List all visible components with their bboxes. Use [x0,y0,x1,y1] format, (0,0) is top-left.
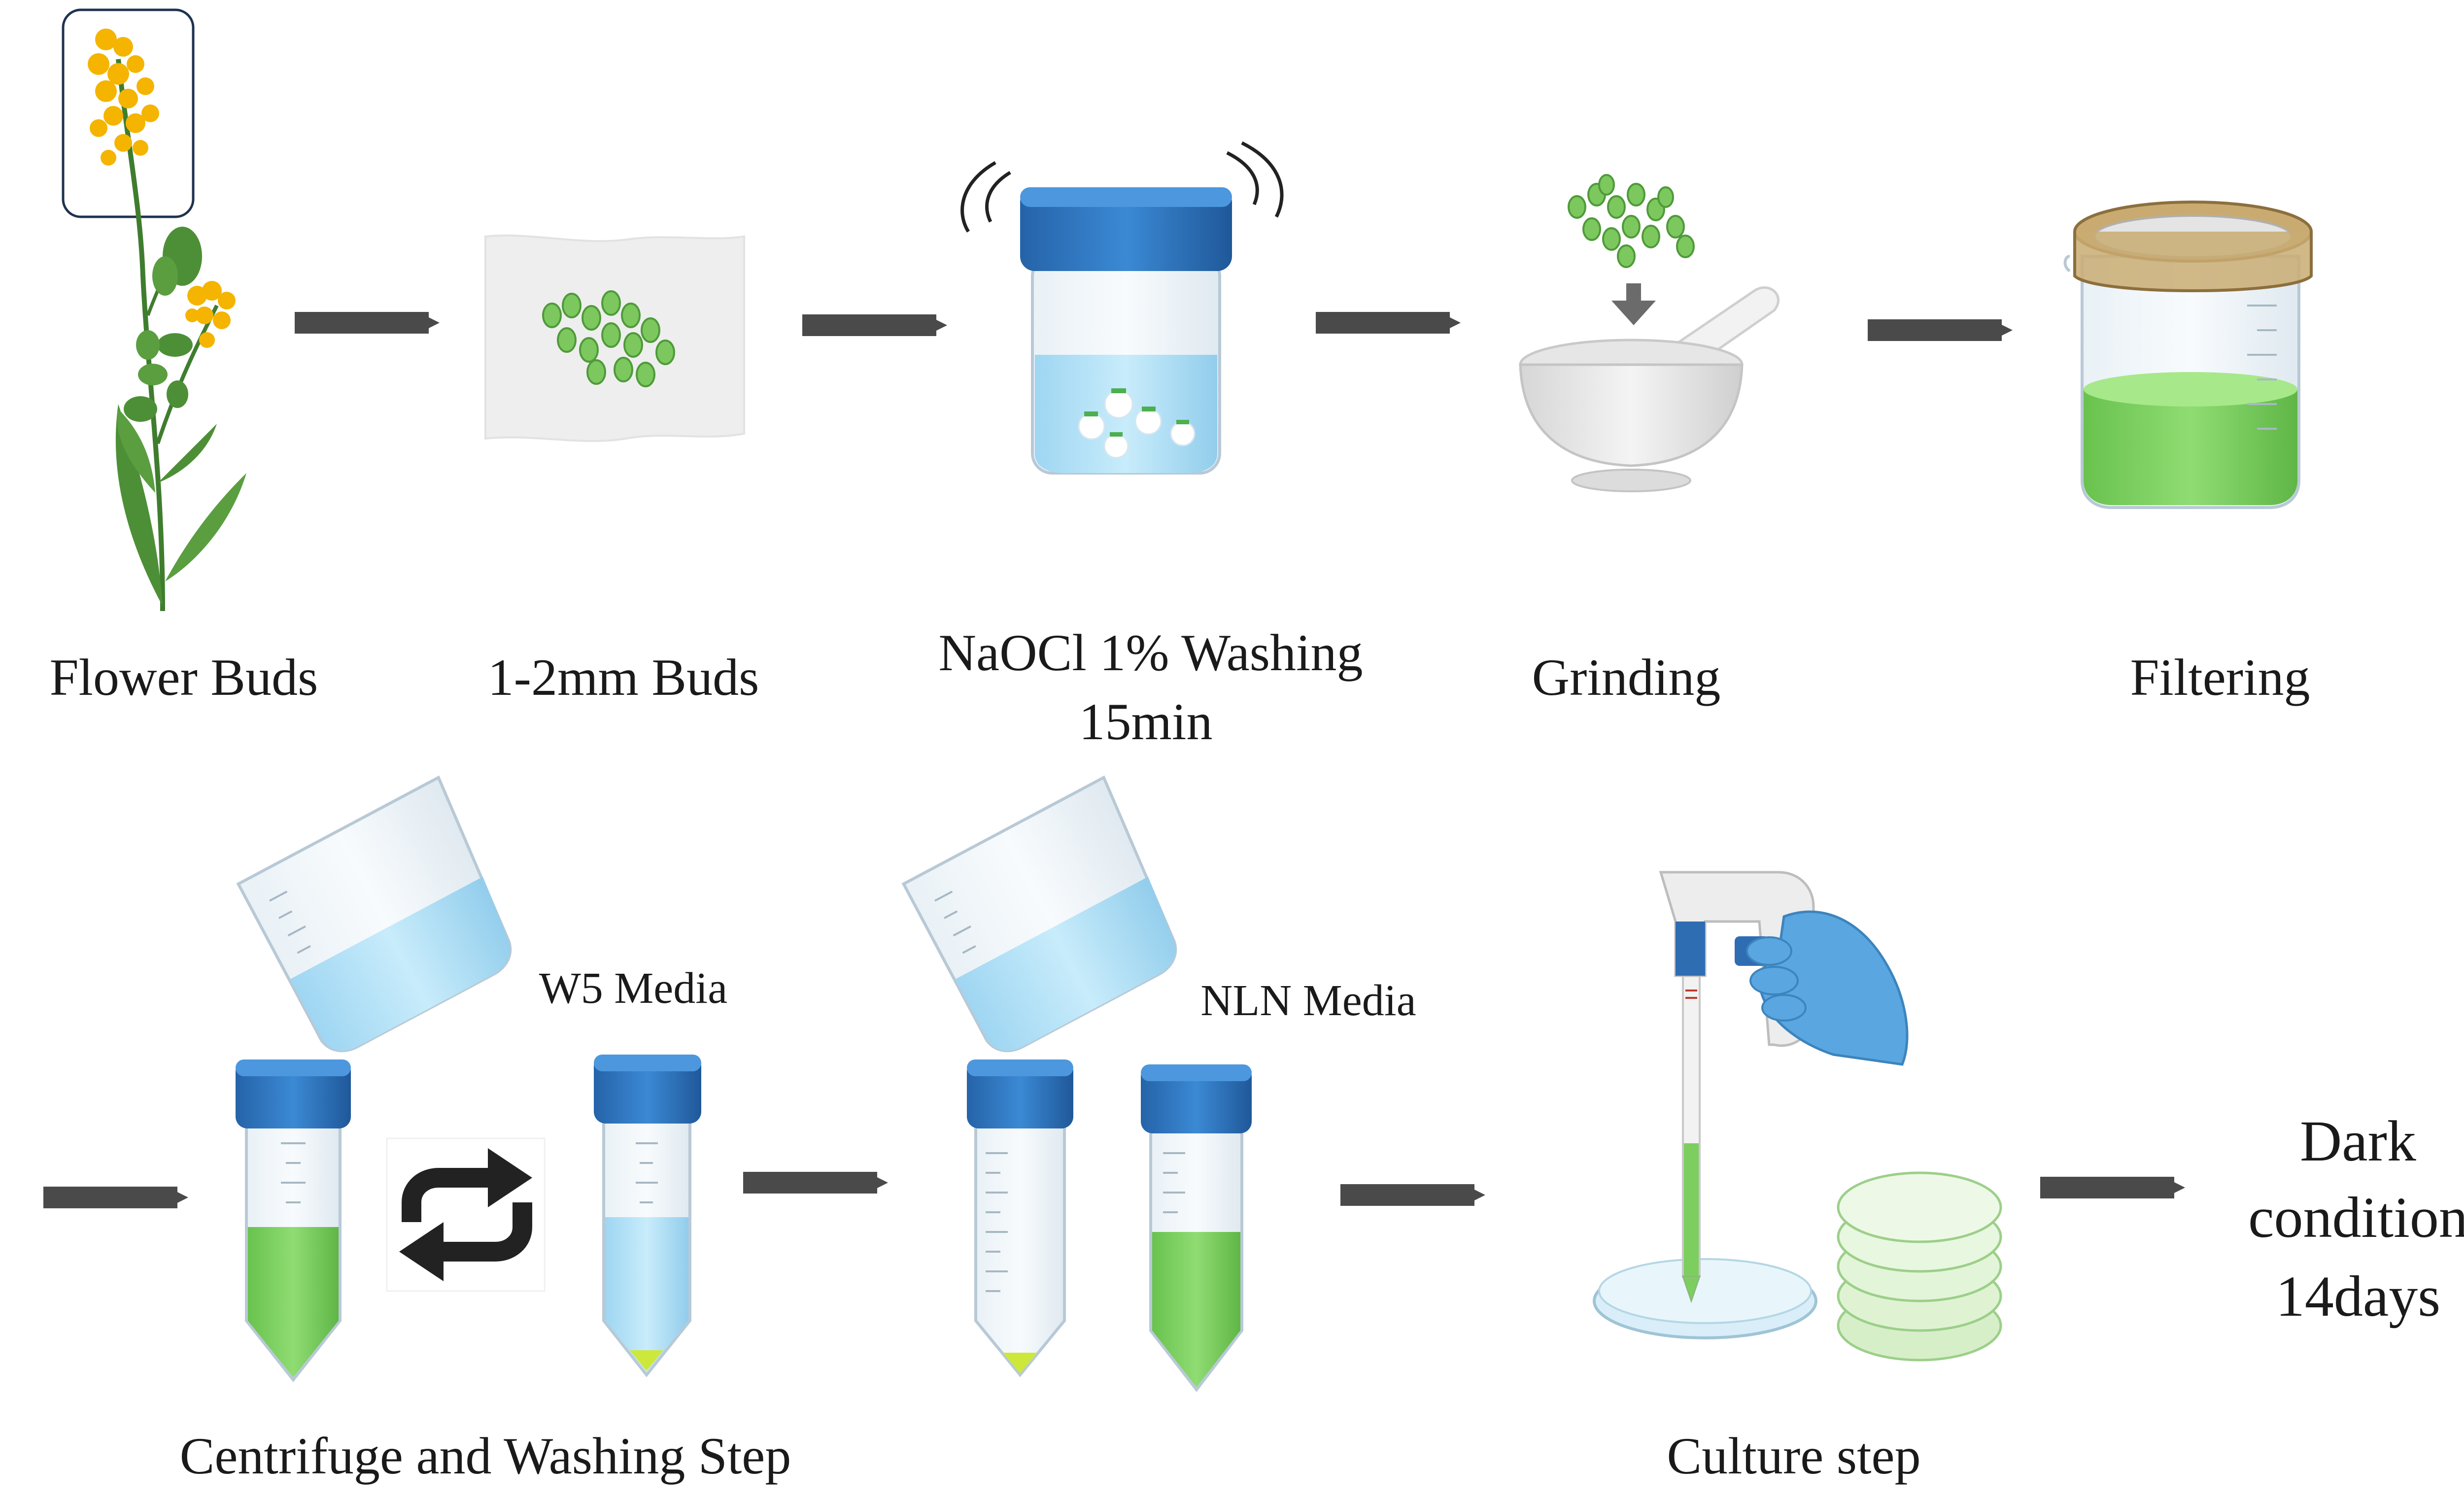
label-nln-media: NLN Media [1200,976,1416,1025]
label-filtering: Filtering [2130,649,2310,706]
buds-on-paper-icon [484,234,745,442]
tube-green-2-icon [1141,1064,1252,1392]
label-washing-time: 15min [1079,693,1213,751]
label-condition: condition [2248,1185,2464,1250]
label-14days: 14days [2276,1264,2440,1329]
label-dark: Dark [2300,1109,2416,1173]
tube-pellet-icon [967,1059,1073,1377]
label-naocl-washing: NaOCl 1% Washing [939,624,1363,682]
repeat-cycle-icon [386,1137,546,1292]
tube-blue-pellet-icon [594,1055,701,1377]
label-culture-step: Culture step [1667,1427,1920,1485]
label-1-2mm-buds: 1-2mm Buds [488,649,759,706]
tube-green-1-icon [236,1059,351,1382]
flower-plant-icon [62,8,246,612]
pipette-culture-icon [1593,871,2002,1362]
pouring-beaker-nln-icon [901,775,1177,1053]
mortar-pestle-icon [1519,174,1780,492]
label-flower-buds: Flower Buds [50,649,318,706]
washing-jar-icon [960,141,1284,475]
pouring-beaker-w5-icon [236,775,512,1053]
label-w5-media: W5 Media [539,964,727,1013]
label-grinding: Grinding [1532,649,1721,706]
label-centrifuge-washing: Centrifuge and Washing Step [180,1427,791,1485]
filter-beaker-icon [2063,201,2313,509]
